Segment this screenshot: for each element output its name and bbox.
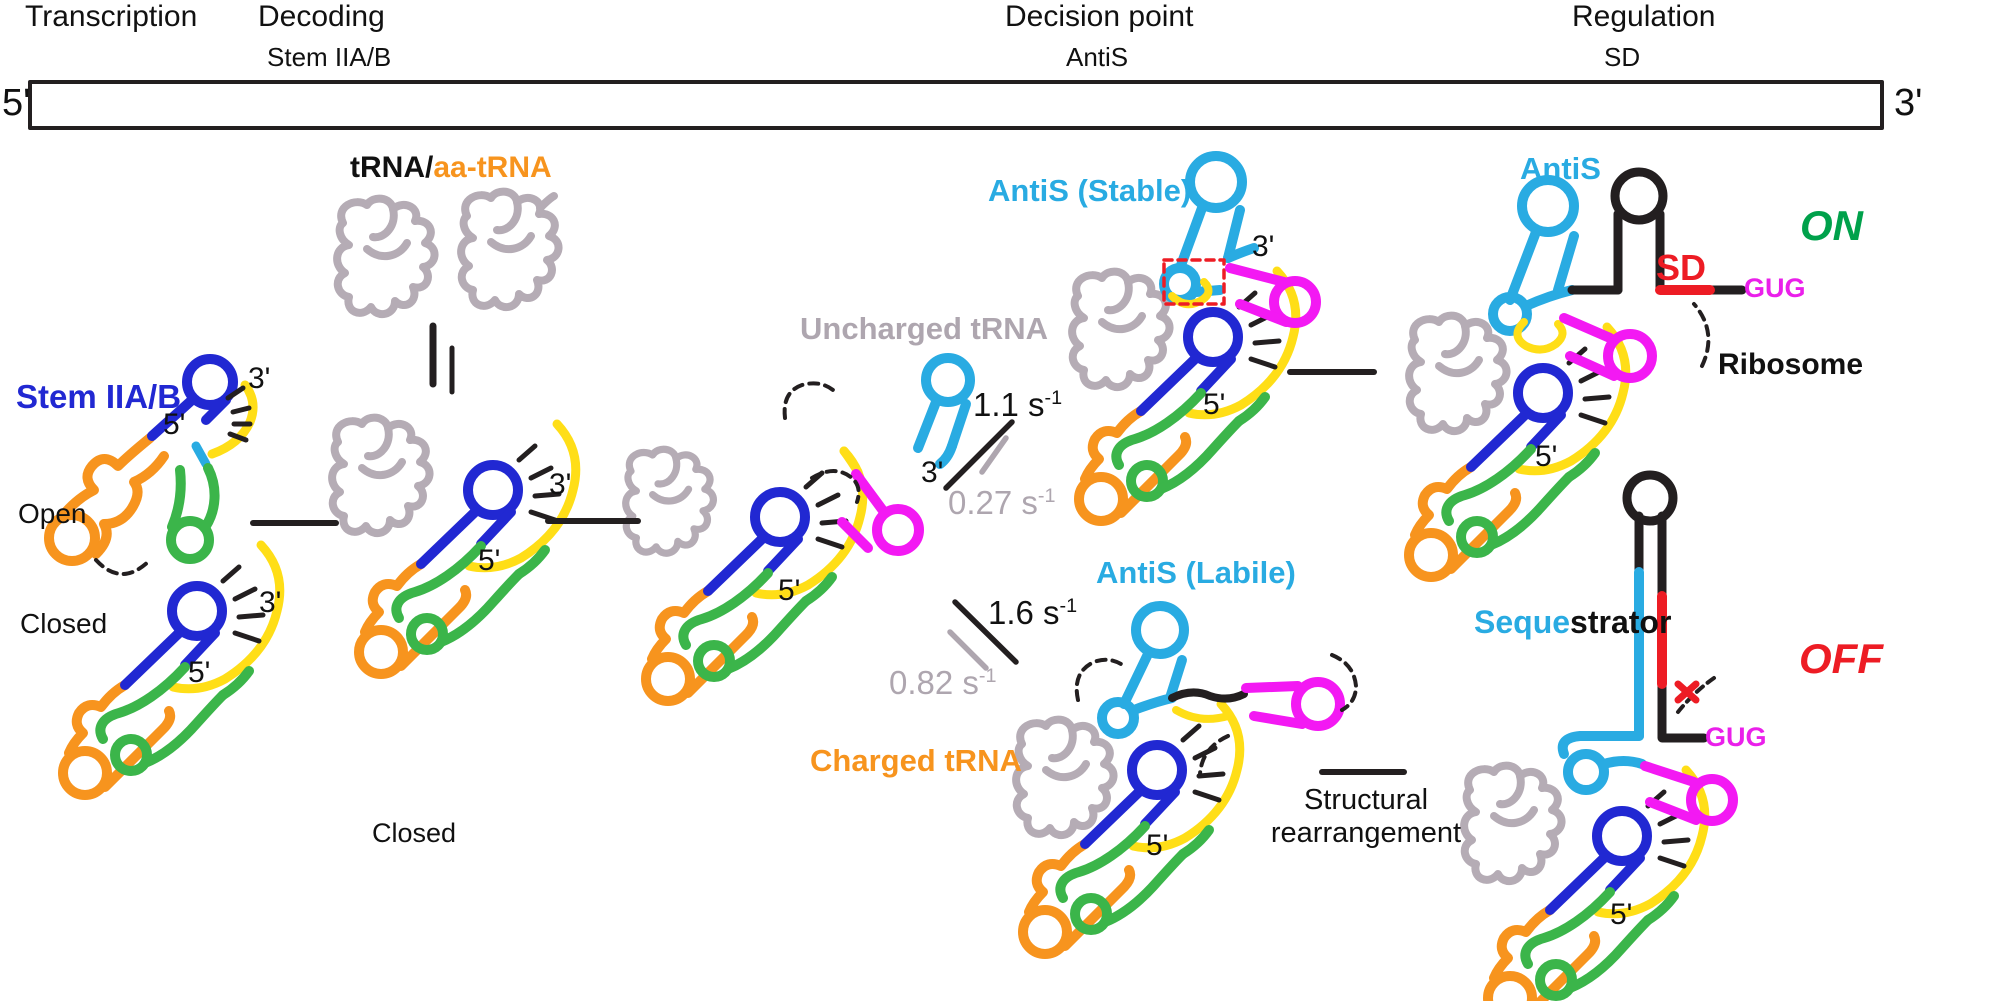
genome-bar xyxy=(28,80,1884,130)
on-label: ON xyxy=(1800,202,1863,249)
segment-start-codon xyxy=(1763,85,1837,125)
stem-iiab-label: Stem IIA/B xyxy=(16,378,182,415)
closed-structure-2 xyxy=(359,424,576,674)
on-state-complex xyxy=(1409,167,1747,577)
closed-label-2: Closed xyxy=(372,818,457,848)
sampling-structure xyxy=(626,353,975,701)
antis-stable-complex xyxy=(1072,151,1321,521)
closed1-three-prime: 3' xyxy=(259,586,282,619)
antis-hairpin-labile xyxy=(1097,601,1189,739)
segment-sd xyxy=(1571,85,1717,125)
off-label: OFF xyxy=(1799,635,1883,682)
sequestrator-stem-cyan xyxy=(1557,567,1647,795)
on-five-prime: 5' xyxy=(1535,440,1558,473)
ribosome-label: Ribosome xyxy=(1718,348,1864,381)
sequestrator-hairpin-labile xyxy=(1241,677,1345,731)
antis-hairpin-on xyxy=(1488,175,1579,336)
structural-rearrangement-label: Structural rearrangement xyxy=(1270,784,1462,849)
rate-labile-reverse: 0.82 s-1 xyxy=(889,664,997,701)
sequestrator-hairpin-stable xyxy=(1225,263,1321,328)
stage-decoding: Decoding xyxy=(258,0,385,33)
closed2-five-prime: 5' xyxy=(478,544,501,577)
search-dashed-arrow xyxy=(782,381,835,420)
open-five-prime: 5' xyxy=(163,408,186,441)
open-state-structure xyxy=(44,354,258,576)
rate-stable-reverse: 0.27 s-1 xyxy=(948,484,1056,521)
flex-dashed-arrow xyxy=(94,558,152,576)
sampling-three-prime: 3' xyxy=(921,456,944,489)
antis-hairpin-free xyxy=(913,353,975,469)
antis-labile-label: AntiS (Labile) xyxy=(1096,555,1296,590)
closed1-five-prime: 5' xyxy=(188,656,211,689)
stable-five-prime: 5' xyxy=(1203,388,1226,421)
labile-five-prime: 5' xyxy=(1146,829,1169,862)
sequestrator-stem-black xyxy=(1622,470,1709,743)
blocked-binding-arrow xyxy=(1676,676,1716,714)
trna-pair xyxy=(337,183,571,395)
stage-decision: Decision point xyxy=(1005,0,1194,33)
trna-label-orange: aa-tRNA xyxy=(433,151,552,184)
terminator-hairpin-on xyxy=(1567,167,1747,295)
equilibrium-arrows-stable xyxy=(943,419,1015,491)
gug-off-label: GUG xyxy=(1705,722,1767,752)
segment-antis xyxy=(1035,85,1160,125)
trna-pair-label: tRNA/aa-tRNA xyxy=(350,153,552,183)
antis-labile-complex xyxy=(1016,601,1358,954)
closed-label-1: Closed xyxy=(20,608,108,639)
closed2-three-prime: 3' xyxy=(549,468,572,501)
bar-five-prime: 5' xyxy=(2,82,31,124)
antis-stable-label: AntiS (Stable) xyxy=(988,173,1192,208)
antis-hairpin-stable xyxy=(1159,151,1259,305)
wobble-dashed-arrow-3 xyxy=(1198,734,1230,776)
sequestrator-hairpin-on xyxy=(1559,313,1657,383)
amino-acid-dot xyxy=(1574,760,1598,784)
trna-bound-2 xyxy=(332,418,429,534)
off-state-complex xyxy=(1464,470,1739,1001)
cyan-sliver xyxy=(191,441,211,469)
sequestrator-label: Sequestrator xyxy=(1474,604,1672,640)
equilibrium-arrows-labile xyxy=(947,599,1019,671)
amino-acid-dot xyxy=(1107,707,1129,729)
stage-regulation: Regulation xyxy=(1572,0,1716,33)
trna-label-black: tRNA/ xyxy=(350,151,434,184)
stable-three-prime: 3' xyxy=(1252,230,1275,263)
sd-label: SD xyxy=(1656,247,1707,288)
stage-transcription: Transcription xyxy=(25,0,198,33)
charged-trna-label: Charged tRNA xyxy=(810,743,1022,778)
sampling-five-prime: 5' xyxy=(778,574,801,607)
off-five-prime: 5' xyxy=(1610,898,1633,931)
flow-arrows xyxy=(250,369,1407,775)
antis-on-label: AntiS xyxy=(1520,151,1601,186)
bar-three-prime: 3' xyxy=(1894,82,1923,124)
wobble-dashed-arrow-2 xyxy=(1330,653,1358,712)
closed-structure-1 xyxy=(63,545,280,795)
ribosome-icon xyxy=(1675,383,1729,435)
sequestrator-hairpin-off xyxy=(1640,761,1738,826)
uncharged-trna-label: Uncharged tRNA xyxy=(800,311,1049,346)
sequestrator-hairpin xyxy=(837,469,924,556)
ribosome-icon-blocked xyxy=(1685,613,1739,665)
stage-decoding-sublabel: Stem IIA/B xyxy=(267,42,392,72)
gug-on-label: GUG xyxy=(1744,273,1806,303)
interaction-dashed-box xyxy=(1162,258,1226,306)
stage-decision-sublabel: AntiS xyxy=(1066,42,1129,72)
open-label: Open xyxy=(18,498,87,529)
ribosome-binding-arrow xyxy=(1692,302,1711,368)
rate-labile-forward: 1.6 s-1 xyxy=(988,594,1078,631)
segment-stem-iiab xyxy=(260,85,385,125)
open-three-prime: 3' xyxy=(248,362,271,395)
stage-regulation-sublabel: SD xyxy=(1604,42,1641,72)
wobble-dashed-arrow-1 xyxy=(1074,657,1126,702)
rate-stable-forward: 1.1 s-1 xyxy=(973,386,1063,423)
blocked-x-icon xyxy=(1674,680,1700,704)
